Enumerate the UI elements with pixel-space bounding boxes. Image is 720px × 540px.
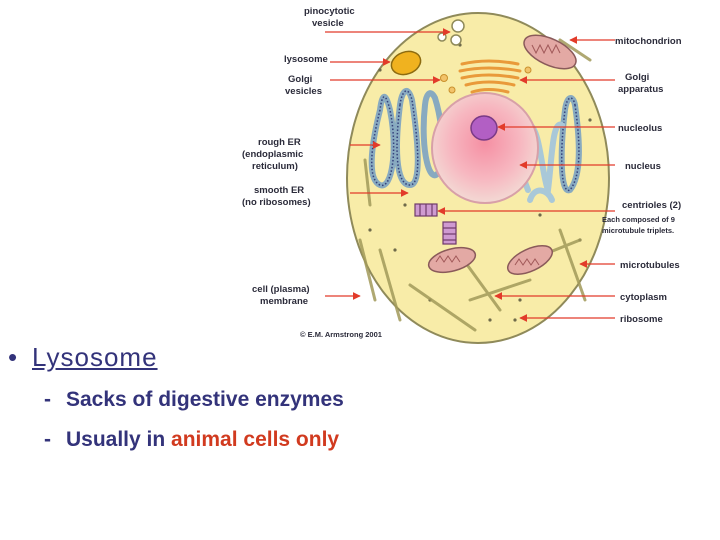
label-nucleus: nucleus [625, 161, 661, 172]
label-pinocytotic-vesicle-line2: vesicle [312, 18, 344, 29]
sub-bullet-text: Usually in [66, 428, 172, 451]
label-rough-er-line2: (endoplasmic [242, 149, 303, 160]
nucleus [431, 92, 539, 204]
nucleolus [470, 115, 498, 141]
bullet-section: • Lysosome -Sacks of digestive enzymes -U… [0, 338, 720, 478]
pinocytotic-vesicles [437, 19, 465, 46]
golgi-apparatus [458, 59, 522, 94]
label-golgi-vesicles-line2: vesicles [285, 86, 322, 97]
sub-bullet-highlight: animal cells only [171, 428, 340, 451]
label-centrioles: centrioles (2) [622, 200, 681, 211]
label-lysosome: lysosome [284, 54, 328, 65]
label-smooth-er-line1: smooth ER [254, 185, 304, 196]
label-membrane-line1: cell (plasma) [252, 284, 310, 295]
lysosome [390, 50, 422, 76]
sub-bullet-1: -Sacks of digestive enzymes [44, 388, 344, 412]
sub-bullet-2: -Usually in animal cells only [44, 428, 339, 452]
label-smooth-er-line2: (no ribosomes) [242, 197, 311, 208]
sub-bullet-dash: - [44, 388, 51, 411]
bullet-main: • Lysosome [8, 342, 158, 373]
sub-bullet-dash: - [44, 428, 51, 451]
credit-text: © E.M. Armstrong 2001 [300, 330, 382, 339]
mitochondria [427, 34, 577, 275]
labels-left: pinocytotic vesicle lysosome Golgi vesic… [242, 6, 355, 307]
label-rough-er-line1: rough ER [258, 137, 301, 148]
microtubules [358, 38, 592, 332]
label-membrane-line2: membrane [260, 296, 308, 307]
label-centrioles-note-line2: microtubule triplets. [602, 226, 674, 235]
sub-bullet-text: Sacks of digestive enzymes [66, 388, 344, 411]
label-golgi-apparatus-line2: apparatus [618, 84, 663, 95]
label-golgi-vesicles-line1: Golgi [288, 74, 312, 85]
label-rough-er-line3: reticulum) [252, 161, 298, 172]
label-microtubules: microtubules [620, 260, 680, 271]
label-ribosome: ribosome [620, 314, 663, 325]
mitochondria-cristae [435, 43, 561, 266]
centrioles [414, 203, 457, 245]
label-pinocytotic-vesicle-line1: pinocytotic [304, 6, 355, 17]
bullet-term: Lysosome [32, 342, 158, 372]
label-centrioles-note-line1: Each composed of 9 [602, 215, 675, 224]
rough-er-ribosomes [371, 90, 580, 191]
pointer-arrows [325, 28, 615, 322]
label-cytoplasm: cytoplasm [620, 292, 667, 303]
label-nucleolus: nucleolus [618, 123, 662, 134]
label-golgi-apparatus-line1: Golgi [625, 72, 649, 83]
label-mitochondrion: mitochondrion [615, 36, 682, 47]
labels-right: mitochondrion Golgi apparatus nucleolus … [602, 36, 682, 325]
bullet-marker: • [8, 342, 18, 372]
animal-cell-diagram: pinocytotic vesicle lysosome Golgi vesic… [242, 6, 682, 344]
